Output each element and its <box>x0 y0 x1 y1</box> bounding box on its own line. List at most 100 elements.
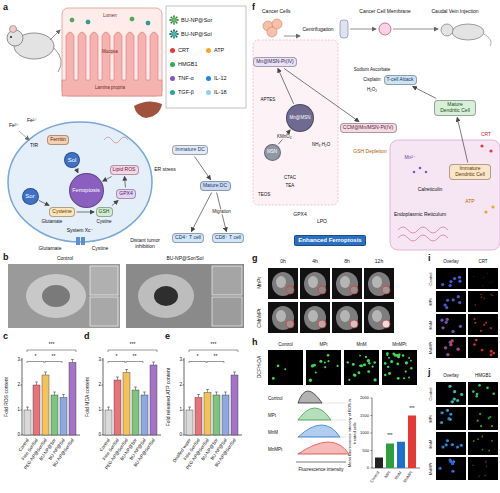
nucleus-dot <box>451 443 454 446</box>
illustration-shape <box>146 21 150 25</box>
process-box: GSH <box>96 207 113 217</box>
tick-label: 1000 <box>360 431 369 436</box>
panel-letter: c <box>3 331 8 341</box>
column-label: HMGB1 <box>475 373 491 378</box>
significance-mark: ** <box>52 354 56 360</box>
tick-mark <box>183 360 185 361</box>
fluorescence-image <box>382 350 417 385</box>
illustration-shape <box>452 24 484 40</box>
node-text: Immature Dendritic Cell <box>452 166 488 178</box>
edge-label: Migration <box>211 209 232 214</box>
tumor-marker <box>318 320 326 328</box>
error-bar <box>53 392 56 393</box>
marker-dot <box>475 339 478 342</box>
nucleus-dot <box>448 458 451 461</box>
molecule-label: CRT <box>481 132 491 138</box>
legend-swatch <box>170 62 175 67</box>
connector-arrow <box>195 157 211 180</box>
row-label: MPt <box>429 298 434 305</box>
circle-node: Mn@MSN <box>286 104 314 132</box>
ligand-dot <box>176 36 178 38</box>
marker-dot <box>445 304 447 306</box>
fluorescence-dot <box>284 368 286 370</box>
marker-dot <box>480 330 482 332</box>
molecule-label: ATP <box>465 199 474 205</box>
row-label: MnM <box>429 320 434 329</box>
fluorescence-dot <box>387 366 389 368</box>
series-label: MnMPt <box>268 447 282 452</box>
marker-dot <box>454 461 455 462</box>
marker-dot <box>478 475 479 476</box>
marker-dot <box>453 299 455 301</box>
marker-dot <box>461 393 464 396</box>
nucleus-dot <box>445 306 448 309</box>
nucleus-dot <box>452 460 455 463</box>
node-text: CD8⁺ T cell <box>215 235 241 241</box>
node-text: Cysteine <box>52 209 71 215</box>
row-label: MnMPt <box>429 341 434 354</box>
marker-dot <box>460 277 461 278</box>
tumor-marker <box>382 286 390 294</box>
mri-body <box>304 272 326 296</box>
column-label: Overlay <box>443 373 459 378</box>
nucleus-dot <box>446 299 449 302</box>
tick-label: 1 <box>179 407 182 412</box>
process-box: Mature DC <box>200 181 231 191</box>
ligand-dot <box>176 22 178 24</box>
fluorescence-dot <box>390 360 393 363</box>
marker-dot <box>459 302 461 304</box>
ligand-dot <box>170 16 172 18</box>
marker-dot <box>450 459 451 460</box>
error-bar <box>35 382 38 383</box>
error-bar <box>54 392 55 395</box>
fluorescence-dot <box>384 374 387 377</box>
marker-dot <box>445 346 448 349</box>
error-bar <box>198 395 199 398</box>
illustration-shape <box>284 36 300 37</box>
row-label: Control <box>429 272 434 285</box>
step-label: Caudal Vein Injection <box>432 9 479 15</box>
marker-dot <box>460 325 462 327</box>
marker-dot <box>440 468 441 469</box>
micrograph <box>468 382 498 405</box>
nucleus-dot <box>444 346 447 349</box>
nanoparticle-icon <box>169 15 179 25</box>
micrograph <box>436 432 466 455</box>
fluorescence-dot <box>363 363 366 366</box>
fluorescence-dot <box>405 370 407 372</box>
illustration-shape <box>393 29 438 30</box>
significance-mark: *** <box>409 406 414 411</box>
organelle-label: Endoplasmic Reticulum <box>394 212 446 218</box>
marker-dot <box>451 401 454 404</box>
micrograph <box>468 314 498 335</box>
process-box: CD8⁺ T cell <box>212 233 244 243</box>
marker-dot <box>490 327 492 329</box>
histogram-peak <box>298 425 340 437</box>
marker-dot <box>479 413 481 415</box>
fluorescence-dot <box>410 367 412 369</box>
ion-label: Fe²⁺ <box>27 118 37 124</box>
tick-mark <box>371 398 373 399</box>
axis-title: Fold MDA content <box>85 377 91 417</box>
fluorescence-dot <box>360 364 363 367</box>
node-text: Ferroptosis <box>72 187 100 193</box>
banner-box: Enhanced Ferroptosis <box>294 235 366 246</box>
mri-organ <box>340 310 350 322</box>
molecule-label: LPO <box>317 219 327 225</box>
nucleus-dot <box>441 445 444 448</box>
bar <box>123 373 130 436</box>
micrograph <box>436 457 466 480</box>
outcome-label: Distant tumor inhibition <box>123 238 168 250</box>
row-label: CMnMPt <box>257 308 263 327</box>
transporter <box>81 237 85 245</box>
node-text: Ferritin <box>50 137 66 143</box>
axis-line <box>184 358 185 435</box>
marker-dot <box>488 450 490 452</box>
node-text: CCM@Mn/MSN-Pt(IV) <box>343 125 393 131</box>
fluorescence-dot <box>277 365 280 368</box>
marker-dot <box>481 297 483 299</box>
bar <box>42 375 49 435</box>
fluorescence-dot <box>367 370 370 373</box>
micrograph <box>468 337 498 358</box>
circle-node: MSN <box>264 144 281 161</box>
